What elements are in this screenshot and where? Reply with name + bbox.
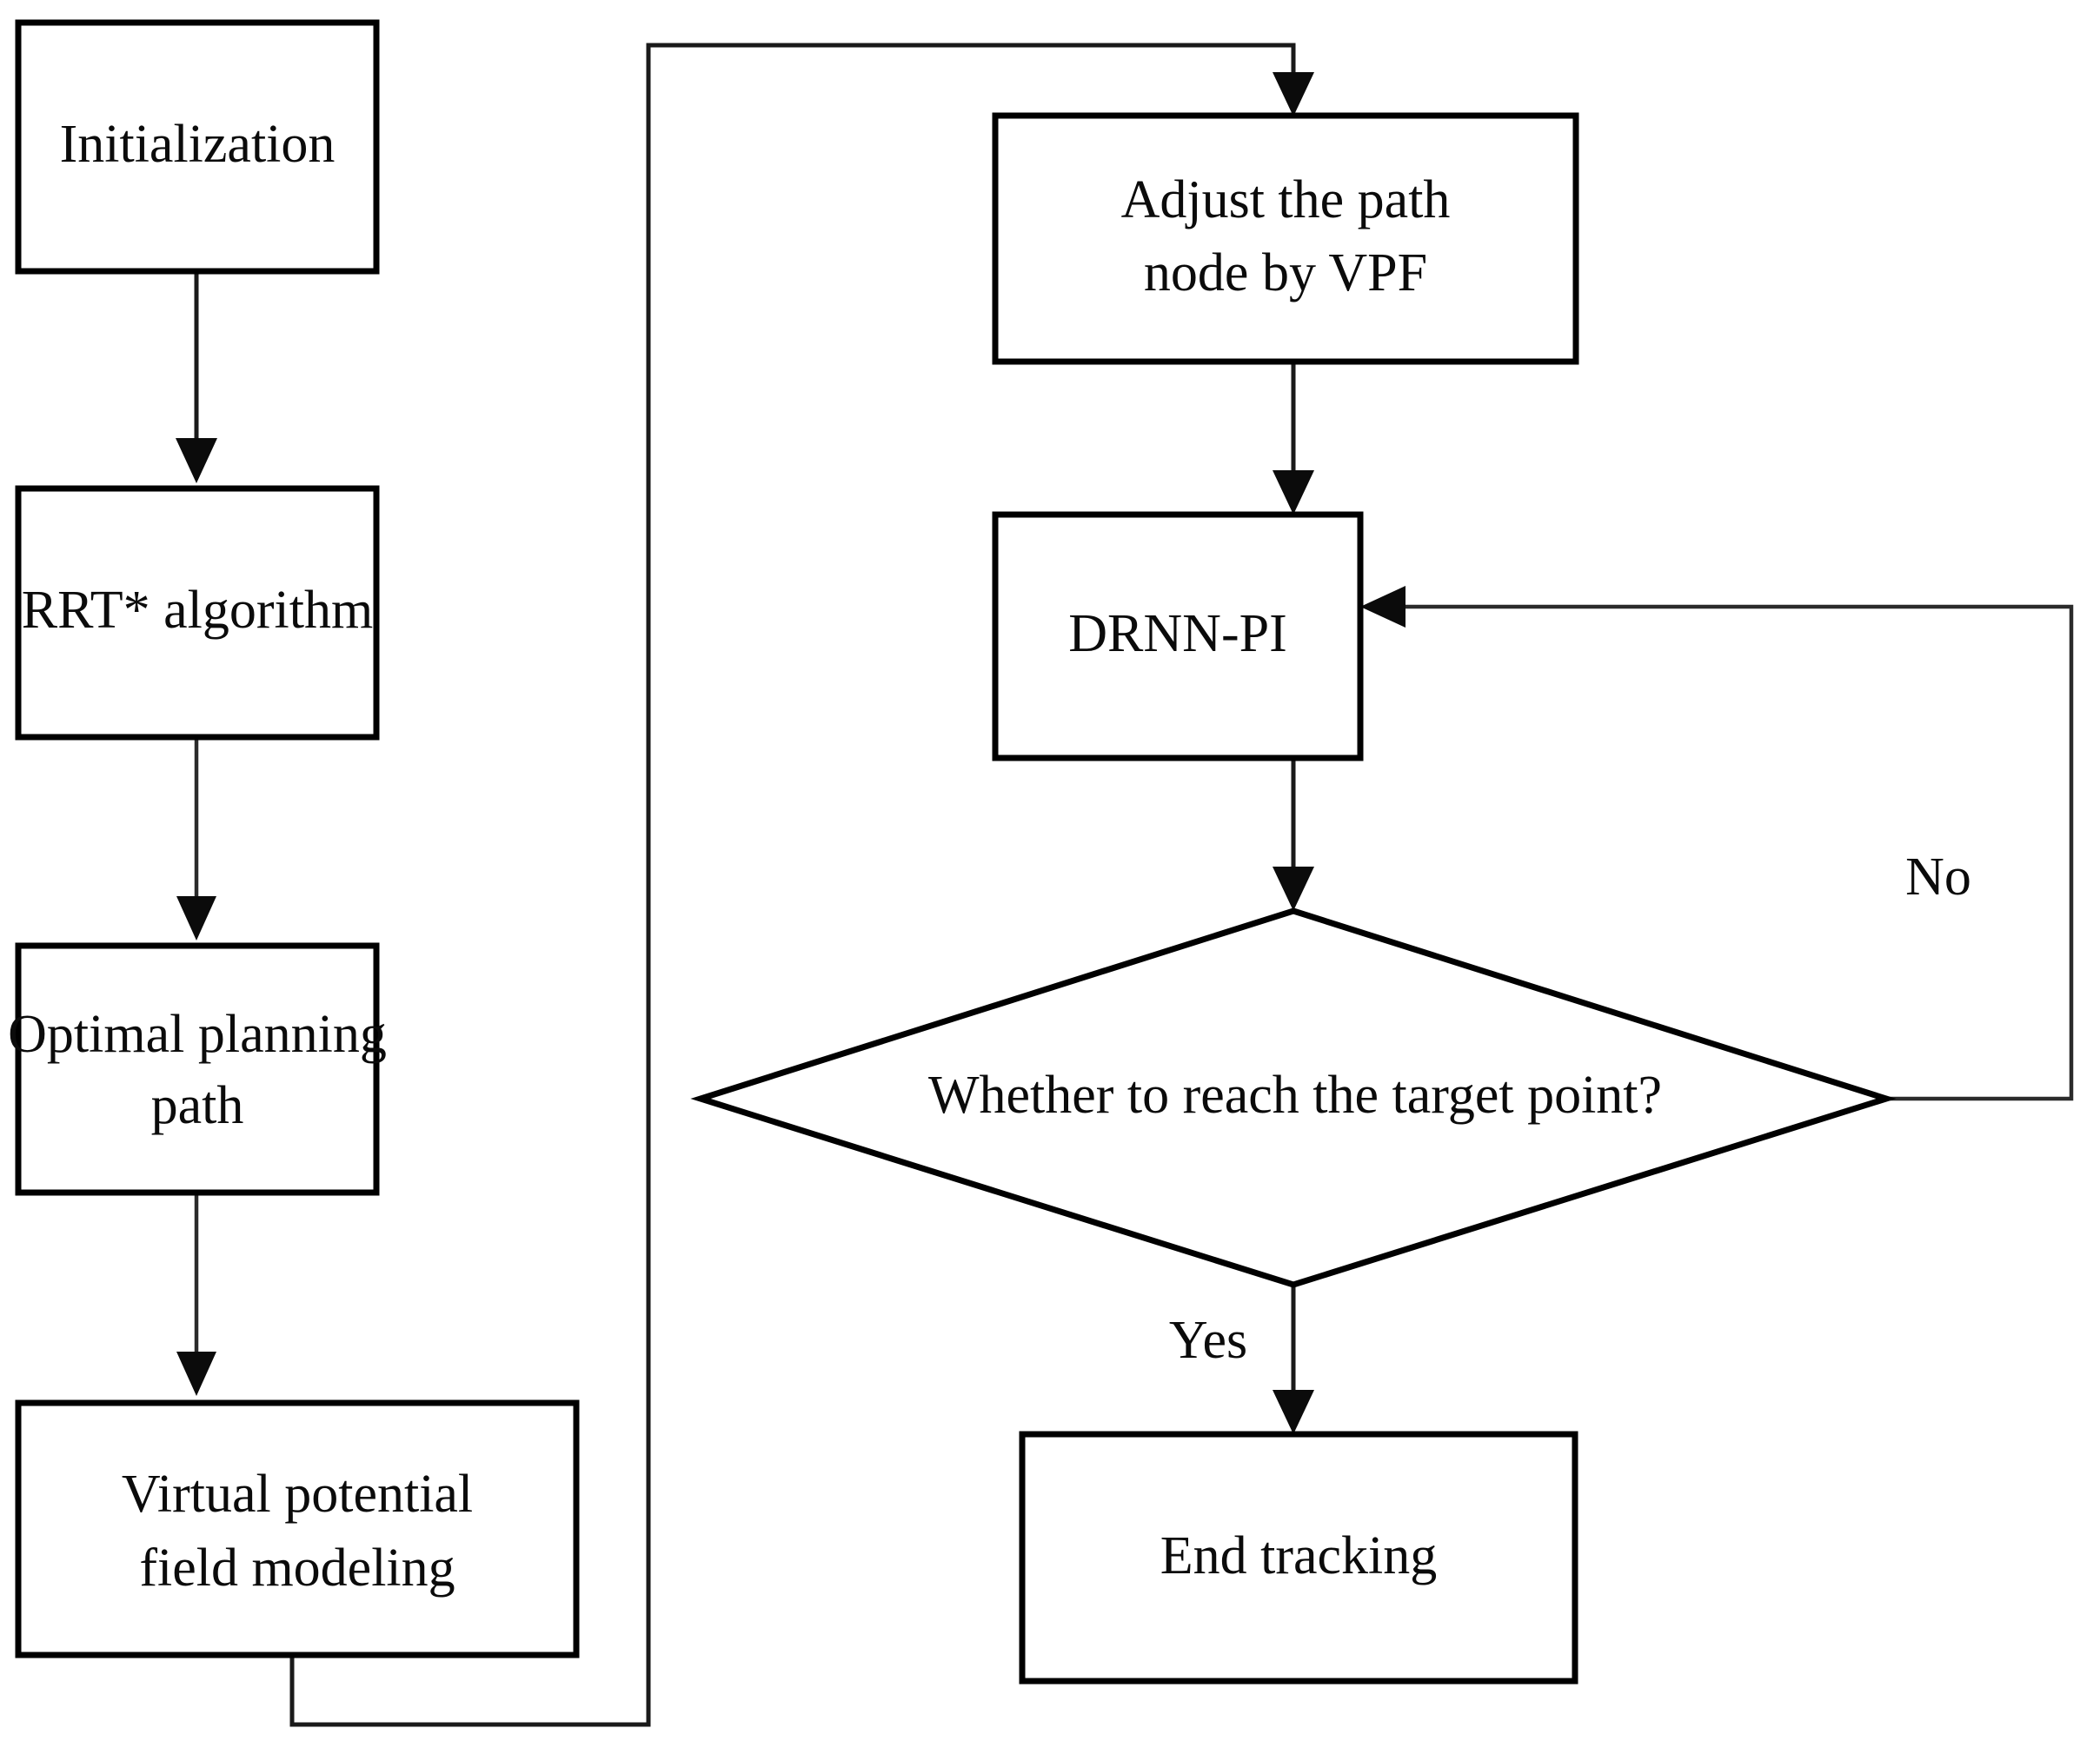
edge-decision-yes-to-end-tracking (1273, 1285, 1314, 1434)
edge-adjust-path-node-to-drnn (1273, 361, 1314, 515)
edge-drnn-to-decision (1273, 758, 1314, 911)
node-optimal-path-label-line2: path (151, 1076, 244, 1135)
node-vpf-modeling-label-line1: Virtual potential (122, 1465, 473, 1524)
node-optimal-path[interactable]: Optimal planning path (8, 942, 387, 1196)
node-adjust-path-node-label-line2: node by VPF (1144, 243, 1427, 302)
node-end-tracking-label: End tracking (1160, 1526, 1438, 1585)
node-adjust-path-node-label-line1: Adjust the path (1121, 170, 1451, 229)
node-vpf-modeling-label-line2: field modeling (139, 1539, 455, 1598)
node-drnn-pi[interactable]: DRNN-PI (992, 511, 1364, 761)
edge-rrt-to-optimal-path (176, 737, 216, 940)
node-decision-target-label: Whether to reach the target point? (928, 1066, 1662, 1125)
node-rrt-star-label: RRT* algorithm (22, 581, 373, 640)
node-initialization-label: Initialization (60, 115, 336, 174)
node-initialization[interactable]: Initialization (15, 19, 380, 275)
node-decision-target[interactable]: Whether to reach the target point? (690, 907, 1897, 1288)
node-optimal-path-label-line1: Optimal planning (8, 1005, 387, 1064)
edge-label-no: No (1905, 847, 1971, 907)
node-rrt-star[interactable]: RRT* algorithm (15, 485, 380, 741)
node-vpf-modeling[interactable]: Virtual potential field modeling (15, 1399, 580, 1658)
edge-vpf-to-adjust-path-node (289, 43, 1314, 1727)
edge-optimal-path-to-vpf (176, 1193, 216, 1396)
node-end-tracking[interactable]: End tracking (1019, 1431, 1578, 1685)
node-adjust-path-node[interactable]: Adjust the path node by VPF (992, 112, 1579, 365)
edge-label-yes: Yes (1169, 1311, 1247, 1370)
node-drnn-pi-label: DRNN-PI (1068, 604, 1286, 663)
edge-initialization-to-rrt (176, 271, 217, 483)
edge-decision-no-to-drnn (1360, 586, 2074, 1101)
